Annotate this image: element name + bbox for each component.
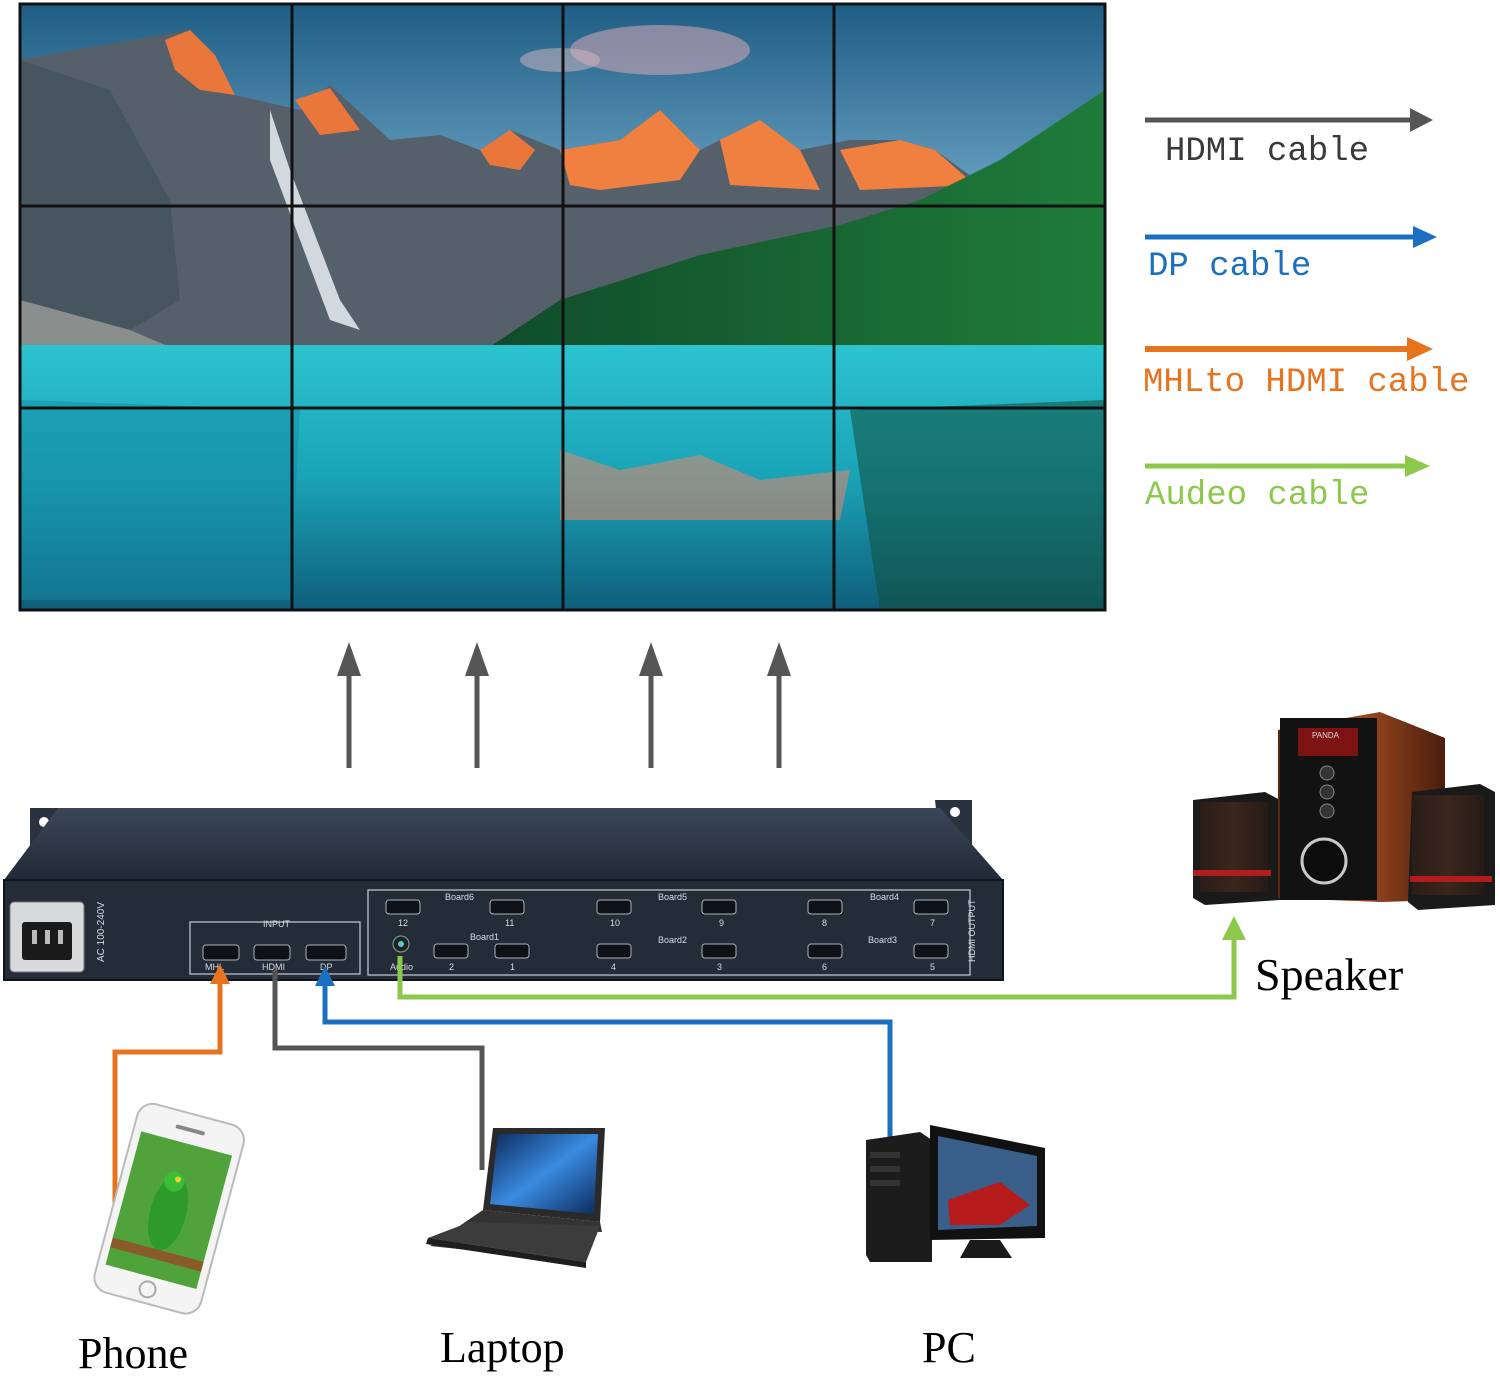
phone-label: Phone	[78, 1329, 188, 1377]
svg-text:11: 11	[505, 918, 514, 928]
mhl-cable	[112, 980, 223, 1215]
svg-text:DP: DP	[320, 962, 333, 972]
input-port-dp[interactable]: DP	[305, 944, 347, 972]
legend-mhl-label: MHLto HDMI cable	[1143, 364, 1469, 402]
output-arrows	[337, 642, 791, 768]
svg-text:2: 2	[449, 962, 454, 972]
svg-text:HDMI: HDMI	[262, 962, 285, 972]
input-port-hdmi[interactable]: HDMI	[253, 944, 291, 972]
woofer-port-icon	[1300, 837, 1348, 885]
output-port[interactable]: 9	[701, 899, 737, 928]
board-label: Board3	[868, 935, 897, 945]
arrow-icon	[1410, 108, 1433, 132]
output-port[interactable]: 7	[913, 899, 949, 928]
svg-text:12: 12	[398, 918, 408, 928]
cables	[112, 916, 1246, 1215]
laptop-label: Laptop	[440, 1323, 565, 1372]
arrow-icon	[315, 966, 335, 986]
pc-device: PC	[866, 1125, 1045, 1372]
legend-dp: DP cable	[1145, 226, 1437, 286]
svg-text:8: 8	[822, 918, 827, 928]
svg-text:4: 4	[611, 962, 616, 972]
input-port-mhl[interactable]: MHL	[202, 944, 240, 972]
board-label: Board6	[445, 892, 474, 902]
display-panel	[1298, 728, 1358, 756]
output-port[interactable]: 1	[494, 943, 530, 972]
output-section: HDMI OUTPUT Audio Board6 Board5 Board4 B…	[367, 889, 977, 976]
output-port[interactable]: 11	[489, 899, 525, 928]
svg-text:9: 9	[719, 918, 724, 928]
phone-device: Phone	[78, 1102, 245, 1377]
hdmi-cable	[272, 970, 485, 1170]
power-socket[interactable]	[9, 901, 85, 973]
input-section: INPUT MHL HDMI DP	[189, 919, 361, 975]
svg-text:MHL: MHL	[205, 962, 224, 972]
speaker-label: Speaker	[1255, 949, 1403, 1000]
legend-hdmi-label: HDMI cable	[1165, 133, 1369, 171]
speaker-brand-label: PANDA	[1312, 731, 1340, 740]
svg-text:10: 10	[610, 918, 620, 928]
svg-text:1: 1	[510, 962, 515, 972]
legend-dp-label: DP cable	[1148, 248, 1311, 286]
output-port[interactable]: 8	[807, 899, 843, 928]
speaker-system: PANDA Speaker	[1193, 712, 1495, 1000]
board-label: Board2	[658, 935, 687, 945]
output-arrow	[767, 642, 791, 768]
power-label: AC 100-240V	[96, 902, 107, 962]
output-arrow	[465, 642, 489, 768]
legend-audio-label: Audeo cable	[1145, 477, 1369, 515]
output-label: HDMI OUTPUT	[967, 899, 977, 962]
svg-text:7: 7	[930, 918, 935, 928]
arrow-icon	[210, 964, 230, 984]
board-label: Board4	[870, 892, 899, 902]
board-label: Board1	[470, 932, 499, 942]
output-port[interactable]: 6	[807, 943, 843, 972]
legend-hdmi: HDMI cable	[1145, 108, 1433, 171]
arrow-icon	[1407, 337, 1433, 361]
input-label: INPUT	[263, 919, 291, 929]
output-arrow	[337, 642, 361, 768]
legend: HDMI cable DP cable MHLto HDMI cable Aud…	[1143, 108, 1469, 515]
board-label: Board5	[658, 892, 687, 902]
arrow-icon	[1405, 455, 1430, 477]
output-port[interactable]: 12	[385, 899, 421, 928]
output-port[interactable]: 10	[596, 899, 632, 928]
dp-cable	[322, 984, 893, 1150]
output-port[interactable]: 4	[596, 943, 632, 972]
arrow-icon	[1413, 226, 1437, 248]
video-wall-processor: AC 100-240V INPUT MHL HDMI DP HDMI OUTPU…	[3, 800, 1004, 981]
video-wall	[18, 2, 1107, 612]
output-port[interactable]: 3	[701, 943, 737, 972]
arrow-icon	[1222, 916, 1246, 940]
svg-text:5: 5	[930, 962, 935, 972]
audio-cable	[397, 938, 1237, 1000]
legend-audio: Audeo cable	[1145, 455, 1430, 515]
knob-icon	[1319, 803, 1335, 819]
knob-icon	[1319, 765, 1335, 781]
legend-mhl: MHLto HDMI cable	[1143, 337, 1469, 402]
laptop-device: Laptop	[426, 1128, 605, 1372]
output-port[interactable]: 5	[913, 943, 949, 972]
knob-icon	[1319, 784, 1335, 800]
output-arrow	[639, 642, 663, 768]
svg-text:3: 3	[717, 962, 722, 972]
svg-text:6: 6	[822, 962, 827, 972]
pc-label: PC	[922, 1323, 976, 1372]
output-port[interactable]: 2	[433, 943, 469, 972]
